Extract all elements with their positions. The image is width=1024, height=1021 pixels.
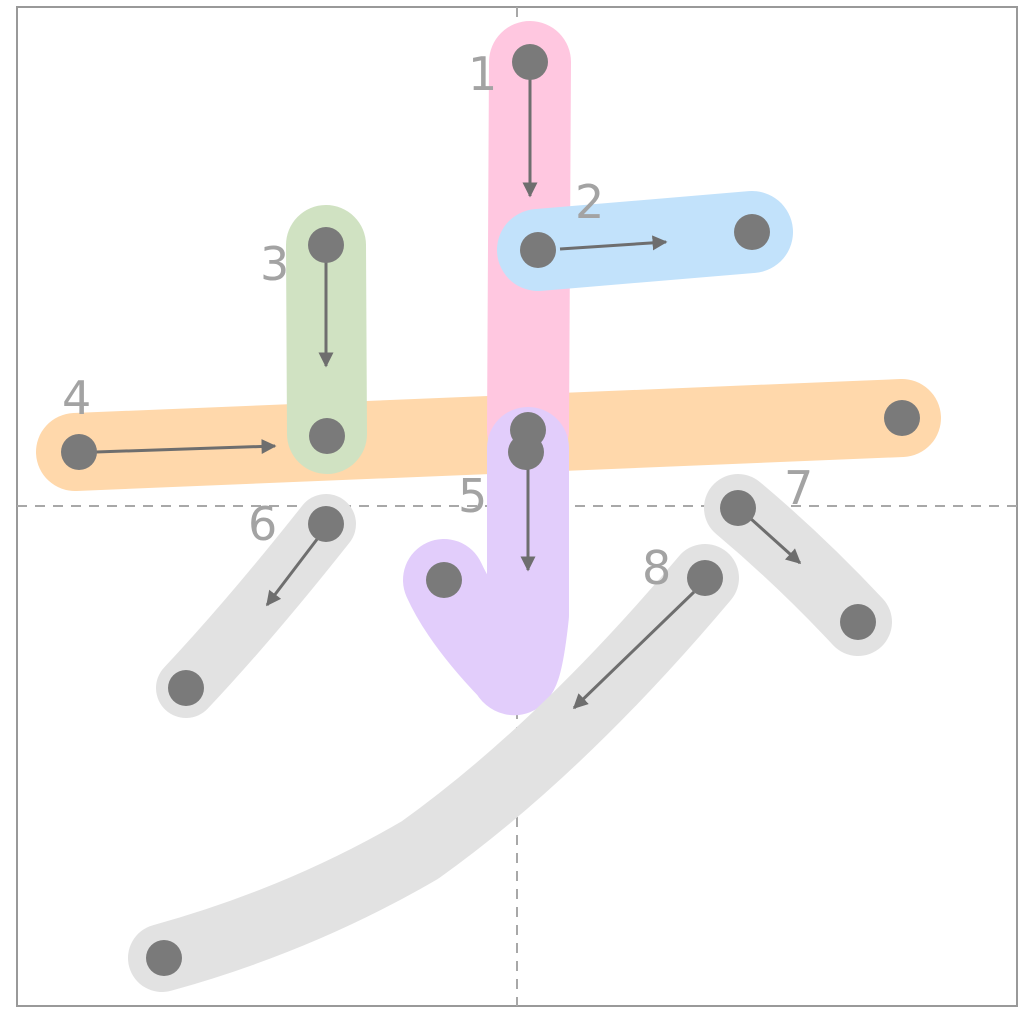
stroke-number-3: 3	[260, 237, 289, 291]
stroke-number-6: 6	[248, 497, 277, 551]
end-dot-stroke-4	[884, 400, 920, 436]
end-dot-stroke-8	[146, 940, 182, 976]
start-dot-stroke-2	[520, 232, 556, 268]
stroke-number-2: 2	[575, 175, 604, 229]
arrow-stroke-2	[559, 235, 668, 251]
start-dot-stroke-7	[720, 490, 756, 526]
stroke-number-4: 4	[62, 371, 91, 425]
stroke-numbers: 1 2 3 4 5 6 7 8	[62, 47, 813, 595]
arrow-stroke-6	[265, 537, 320, 607]
stroke-band-5	[403, 407, 569, 716]
start-dot-stroke-3	[308, 227, 344, 263]
arrow-stroke-7	[748, 516, 802, 565]
arrow-stroke-4	[95, 438, 277, 454]
start-dot-stroke-6	[308, 506, 344, 542]
stroke-dots	[61, 44, 920, 976]
stroke-bands	[36, 21, 941, 992]
end-dot-stroke-2	[734, 214, 770, 250]
end-dot-stroke-3	[309, 418, 345, 454]
start-dot-stroke-1	[512, 44, 548, 80]
stroke-band-8	[128, 544, 739, 992]
stroke-number-7: 7	[784, 461, 813, 515]
arrow-stroke-8	[572, 590, 696, 710]
end-dot-stroke-7	[840, 604, 876, 640]
stroke-band-6	[156, 494, 356, 718]
stroke-number-5: 5	[458, 469, 487, 523]
start-dot-stroke-8	[687, 560, 723, 596]
direction-arrows	[95, 70, 802, 710]
stroke-number-8: 8	[642, 541, 671, 595]
start-dot-stroke-4	[61, 434, 97, 470]
end-dot-stroke-6	[168, 670, 204, 706]
start-dot-stroke-5	[508, 434, 544, 470]
end-dot-stroke-5	[426, 562, 462, 598]
stroke-number-1: 1	[468, 47, 497, 101]
